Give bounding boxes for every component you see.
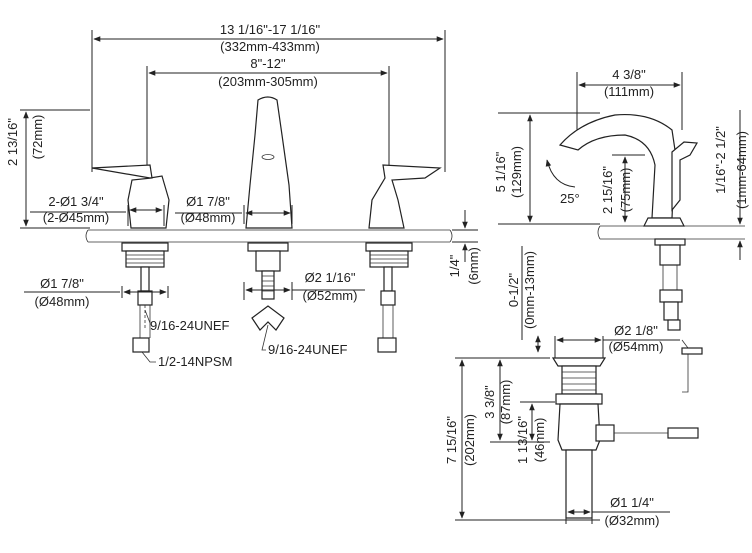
reach-mm-label: (111mm) [604,84,654,99]
drain-body [557,403,601,451]
body-mm-label: (87mm) [498,380,513,425]
spout-hole-mm-label: (Ø52mm) [303,288,358,303]
side-view: 4 3/8" (111mm) 5 1/16" (129mm) 2 15/16" … [493,67,749,331]
angle-label: 25° [560,191,580,206]
handle-base-in-label: 2-Ø1 3/4" [48,194,104,209]
handle-height-in-label: 2 13/16" [5,118,20,166]
offset-in-label: 1 13/16" [515,416,530,464]
deck-max-in-label: 1/4" [447,254,462,277]
spout-base-mm-label: (Ø48mm) [181,210,236,225]
side-handle [671,141,699,212]
outlet-height-in-label: 2 15/16" [600,166,615,214]
handle-base-mm-label: (2-Ø45mm) [43,210,109,225]
deck-range-in-label: 1/16"-2 1/2" [713,126,728,194]
right-handle [365,164,442,353]
outlet-height-mm-label: (75mm) [618,168,633,213]
deck-max-mm-label: (6mm) [466,247,481,285]
spout [245,96,293,331]
total-mm-label: (202mm) [462,414,477,466]
front-view: 13 1/16"-17 1/16" (332mm-433mm) 8"-12" (… [5,22,481,369]
valve-thread-label: 9/16-24UNEF [150,318,230,333]
countertop-line [85,229,453,243]
flange-in-label: Ø2 1/8" [614,323,658,338]
tailpiece [565,449,593,519]
handle-height-mm-label: (72mm) [30,115,45,160]
adjust-in-label: 0-1/2" [506,272,521,307]
total-in-label: 7 15/16" [444,416,459,464]
valve-hole-mm-label: (Ø48mm) [35,294,90,309]
overall-width-in-label: 13 1/16"-17 1/16" [220,22,321,37]
adjust-mm-label: (0mm-13mm) [522,251,537,329]
spout-thread-label: 9/16-24UNEF [268,342,348,357]
tail-dia-mm-label: (Ø32mm) [605,513,660,528]
drain-flange [551,357,607,367]
flange-mm-label: (Ø54mm) [609,339,664,354]
spread-mm-label: (203mm-305mm) [218,74,318,89]
supply-thread-label: 1/2-14NPSM [158,354,232,369]
body-in-label: 3 3/8" [482,385,497,419]
spread-in-label: 8"-12" [250,56,286,71]
reach-in-label: 4 3/8" [612,67,646,82]
height-in-label: 5 1/16" [493,151,508,192]
deck-range-mm-label: (1mm-64mm) [734,131,749,209]
spout-hole-in-label: Ø2 1/16" [305,270,356,285]
overall-width-mm-label: (332mm-433mm) [220,39,320,54]
tail-dia-in-label: Ø1 1/4" [610,495,654,510]
height-mm-label: (129mm) [509,146,524,198]
spout-base-in-label: Ø1 7/8" [186,194,230,209]
valve-hole-in-label: Ø1 7/8" [40,276,84,291]
drain-view: 0-1/2" (0mm-13mm) Ø2 1/8" (Ø54mm) 3 3/8"… [444,246,703,528]
offset-mm-label: (46mm) [532,418,547,463]
